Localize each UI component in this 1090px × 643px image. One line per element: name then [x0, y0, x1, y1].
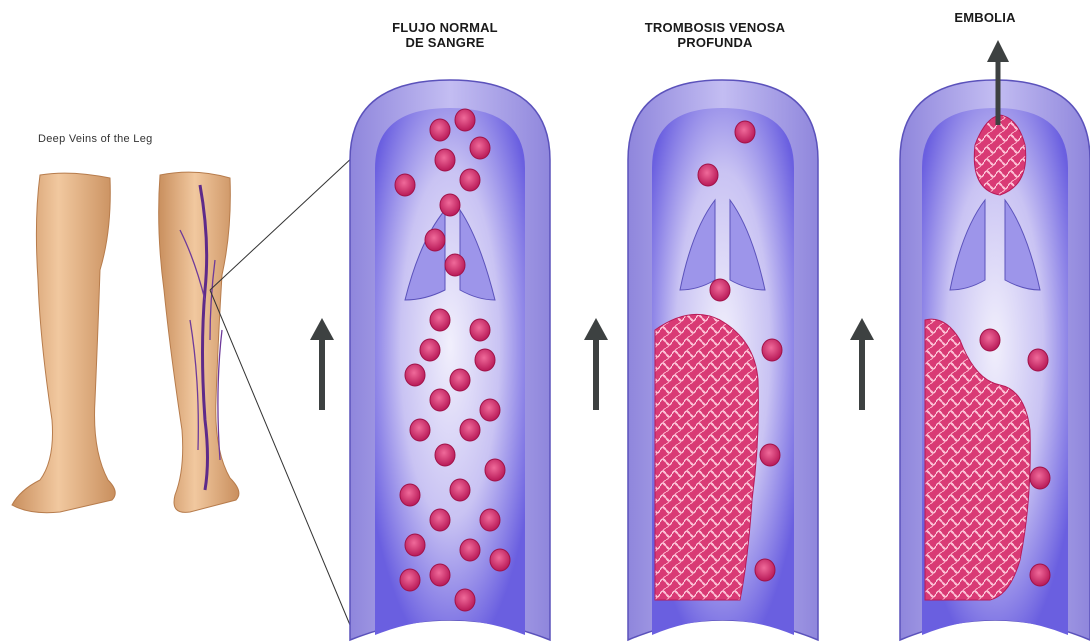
blood-cell — [480, 509, 500, 531]
vessel-normal — [350, 80, 550, 640]
blood-cell — [470, 319, 490, 341]
leg-left — [12, 173, 115, 513]
blood-cell — [460, 169, 480, 191]
thrombus — [655, 314, 758, 600]
blood-cell — [395, 174, 415, 196]
blood-cell — [425, 229, 445, 251]
flow-arrow-embolism — [850, 318, 874, 410]
blood-cell — [405, 364, 425, 386]
vessel-dvt — [628, 80, 818, 640]
blood-cell — [450, 369, 470, 391]
blood-cell — [430, 509, 450, 531]
blood-cell — [470, 137, 490, 159]
blood-cell — [980, 329, 1000, 351]
blood-cell — [435, 149, 455, 171]
vessel-embolism — [900, 80, 1090, 640]
blood-cell — [1028, 349, 1048, 371]
blood-cell — [1030, 467, 1050, 489]
flow-arrow-normal — [310, 318, 334, 410]
blood-cell — [440, 194, 460, 216]
blood-cell — [460, 539, 480, 561]
flow-arrow-dvt — [584, 318, 608, 410]
blood-cell — [755, 559, 775, 581]
blood-cell — [430, 309, 450, 331]
zoom-line-bottom — [210, 290, 350, 625]
blood-cell — [400, 484, 420, 506]
blood-cell — [762, 339, 782, 361]
blood-cell — [435, 444, 455, 466]
leg-right — [159, 172, 239, 512]
blood-cell — [485, 459, 505, 481]
blood-cell — [698, 164, 718, 186]
blood-cell — [430, 119, 450, 141]
blood-cell — [735, 121, 755, 143]
blood-cell — [420, 339, 440, 361]
blood-cell — [480, 399, 500, 421]
blood-cell — [445, 254, 465, 276]
blood-cell — [405, 534, 425, 556]
blood-cell — [410, 419, 430, 441]
blood-cell — [450, 479, 470, 501]
blood-cell — [760, 444, 780, 466]
blood-cell — [400, 569, 420, 591]
blood-cell — [430, 564, 450, 586]
blood-cell — [1030, 564, 1050, 586]
blood-cell — [455, 109, 475, 131]
blood-cell — [490, 549, 510, 571]
blood-cell — [460, 419, 480, 441]
blood-cell — [475, 349, 495, 371]
blood-cell — [430, 389, 450, 411]
blood-cell — [710, 279, 730, 301]
zoom-line-top — [210, 155, 355, 290]
blood-cell — [455, 589, 475, 611]
